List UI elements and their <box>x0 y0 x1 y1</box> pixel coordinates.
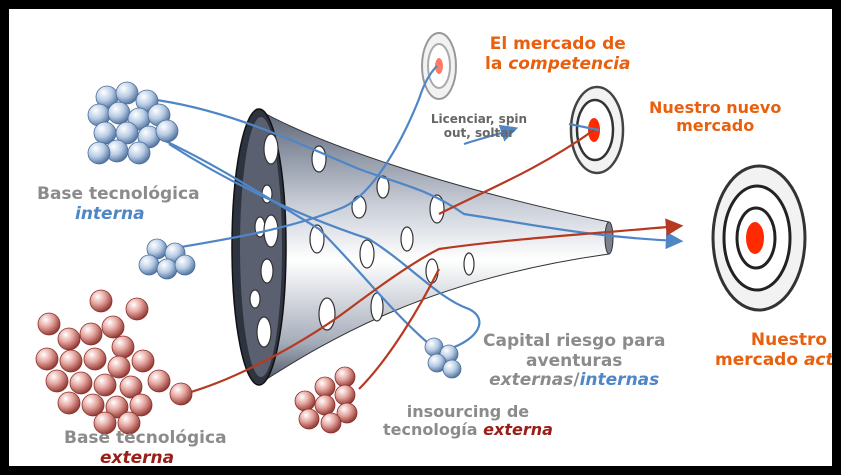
internal-tech-cluster <box>87 81 179 165</box>
label-competencia-line1: El mercado de <box>489 34 626 54</box>
label-base-externa-line2: externa <box>100 447 175 466</box>
funnel-diagram <box>35 32 807 435</box>
label-insourcing-prefix: tecnología <box>383 420 484 440</box>
label-base-interna-line1: Base tecnológica <box>37 184 200 204</box>
label-capital-riesgo: Capital riesgo para aventuras externas/i… <box>483 331 666 391</box>
label-mercado-actual: Nuestro mercado actual <box>715 330 832 370</box>
label-licenciar-line2: out, soltar <box>443 125 515 140</box>
funnel <box>231 108 614 386</box>
label-nuevo-mercado: Nuestro nuevo mercado <box>649 98 782 136</box>
label-nuevo-line1: Nuestro nuevo <box>649 98 782 117</box>
label-licenciar: Licenciar, spin out, soltar <box>419 112 539 141</box>
label-nuevo-line2: mercado <box>676 116 755 136</box>
label-capital-internas: internas <box>579 370 660 391</box>
target-mercado-actual <box>711 164 807 312</box>
label-competencia-em: competencia <box>508 53 631 74</box>
label-base-interna: Base tecnológica interna <box>37 184 200 224</box>
label-competencia-prefix: la <box>485 53 509 74</box>
label-insourcing-line1: insourcing de <box>406 402 530 421</box>
label-capital-line1: Capital riesgo para <box>483 331 666 351</box>
label-actual-em: actual <box>803 349 832 370</box>
label-insourcing: insourcing de tecnología externa <box>383 402 553 440</box>
label-actual-line1: Nuestro <box>750 330 828 350</box>
label-capital-line2: aventuras <box>526 350 623 371</box>
label-capital-sep: / <box>573 370 580 391</box>
flow-lines <box>138 65 684 396</box>
internal-small-cluster <box>138 238 196 280</box>
label-base-externa-line1: Base tecnológica <box>64 428 227 448</box>
label-capital-externas: externas <box>489 370 574 391</box>
label-base-externa: Base tecnológica externa <box>64 428 227 466</box>
label-actual-prefix: mercado <box>715 349 804 370</box>
label-base-interna-line2: interna <box>75 203 145 224</box>
insourcing-cluster <box>294 366 358 434</box>
diagram-canvas: Base tecnológica interna Base tecnológic… <box>9 9 832 466</box>
external-tech-cluster <box>35 289 193 435</box>
label-licenciar-line1: Licenciar, spin <box>430 112 528 126</box>
capital-cluster <box>424 337 462 379</box>
label-competencia: El mercado de la competencia <box>485 34 631 74</box>
label-insourcing-em: externa <box>483 420 553 440</box>
target-competencia <box>421 32 457 100</box>
